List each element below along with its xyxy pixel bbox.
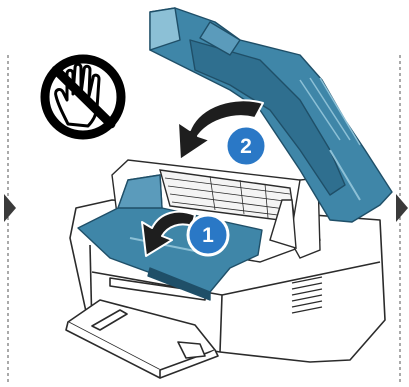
step-number: 2 (240, 135, 252, 158)
step-number: 1 (202, 224, 214, 247)
no-touch-icon (45, 59, 121, 135)
nav-arrow-right-icon (396, 194, 408, 222)
step-badge-1: 1 (188, 215, 228, 255)
step-badge-2: 2 (226, 126, 266, 166)
nav-arrow-left-icon (4, 194, 16, 222)
